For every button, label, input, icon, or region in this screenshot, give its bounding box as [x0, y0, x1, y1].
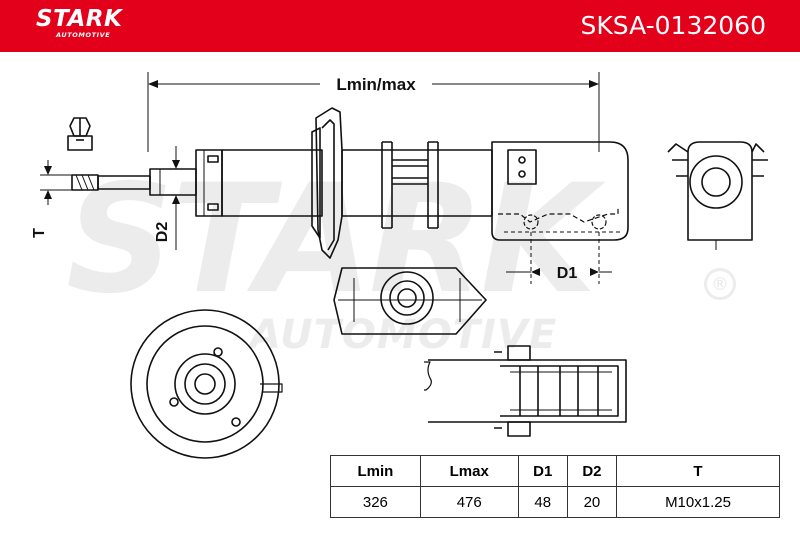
clamp-diameter-label: D1	[557, 265, 578, 282]
specs-header-row: Lmin Lmax D1 D2 T	[330, 455, 780, 487]
top-mount-side-view	[333, 267, 487, 335]
specs-header-lmin: Lmin	[330, 455, 421, 487]
specs-header-t: T	[616, 455, 780, 487]
length-dimension-label: Lmin/max	[336, 75, 416, 94]
piston-rod	[71, 168, 197, 196]
specs-header-d1: D1	[517, 455, 568, 487]
specs-value-row: 326 476 48 20 M10x1.25	[330, 486, 780, 518]
brand-logo: STARK	[36, 6, 123, 32]
brand-logo-subtitle: AUTOMOTIVE	[56, 31, 111, 39]
lower-section-detail	[424, 345, 627, 437]
clamp-diameter-dimension: D1	[506, 232, 612, 284]
thread-dimension-label: T	[31, 228, 48, 238]
specs-table: Lmin Lmax D1 D2 T 326 476 48 20 M10x1.25	[330, 455, 780, 518]
part-number: SKSA-0132060	[580, 11, 766, 40]
header-bar: STARK AUTOMOTIVE SKSA-0132060	[0, 0, 800, 52]
specs-header-lmax: Lmax	[419, 455, 519, 487]
rod-diameter-dimension: D2	[154, 146, 180, 250]
watermark-brand-sub: AUTOMOTIVE	[250, 312, 558, 358]
registered-mark: ®	[704, 268, 736, 300]
top-mount-plan-view	[130, 309, 283, 459]
length-dimension: Lmin/max	[147, 72, 600, 152]
specs-value-lmax: 476	[419, 486, 519, 518]
thread-dimension: T	[31, 160, 72, 238]
specs-value-d2: 20	[566, 486, 618, 518]
clamp-end-view	[667, 141, 768, 250]
nut	[67, 117, 93, 151]
specs-header-d2: D2	[566, 455, 618, 487]
specs-value-lmin: 326	[330, 486, 421, 518]
rod-diameter-label: D2	[154, 222, 171, 243]
shock-absorber-body	[195, 107, 629, 259]
specs-value-t: M10x1.25	[616, 486, 780, 518]
specs-value-d1: 48	[517, 486, 568, 518]
